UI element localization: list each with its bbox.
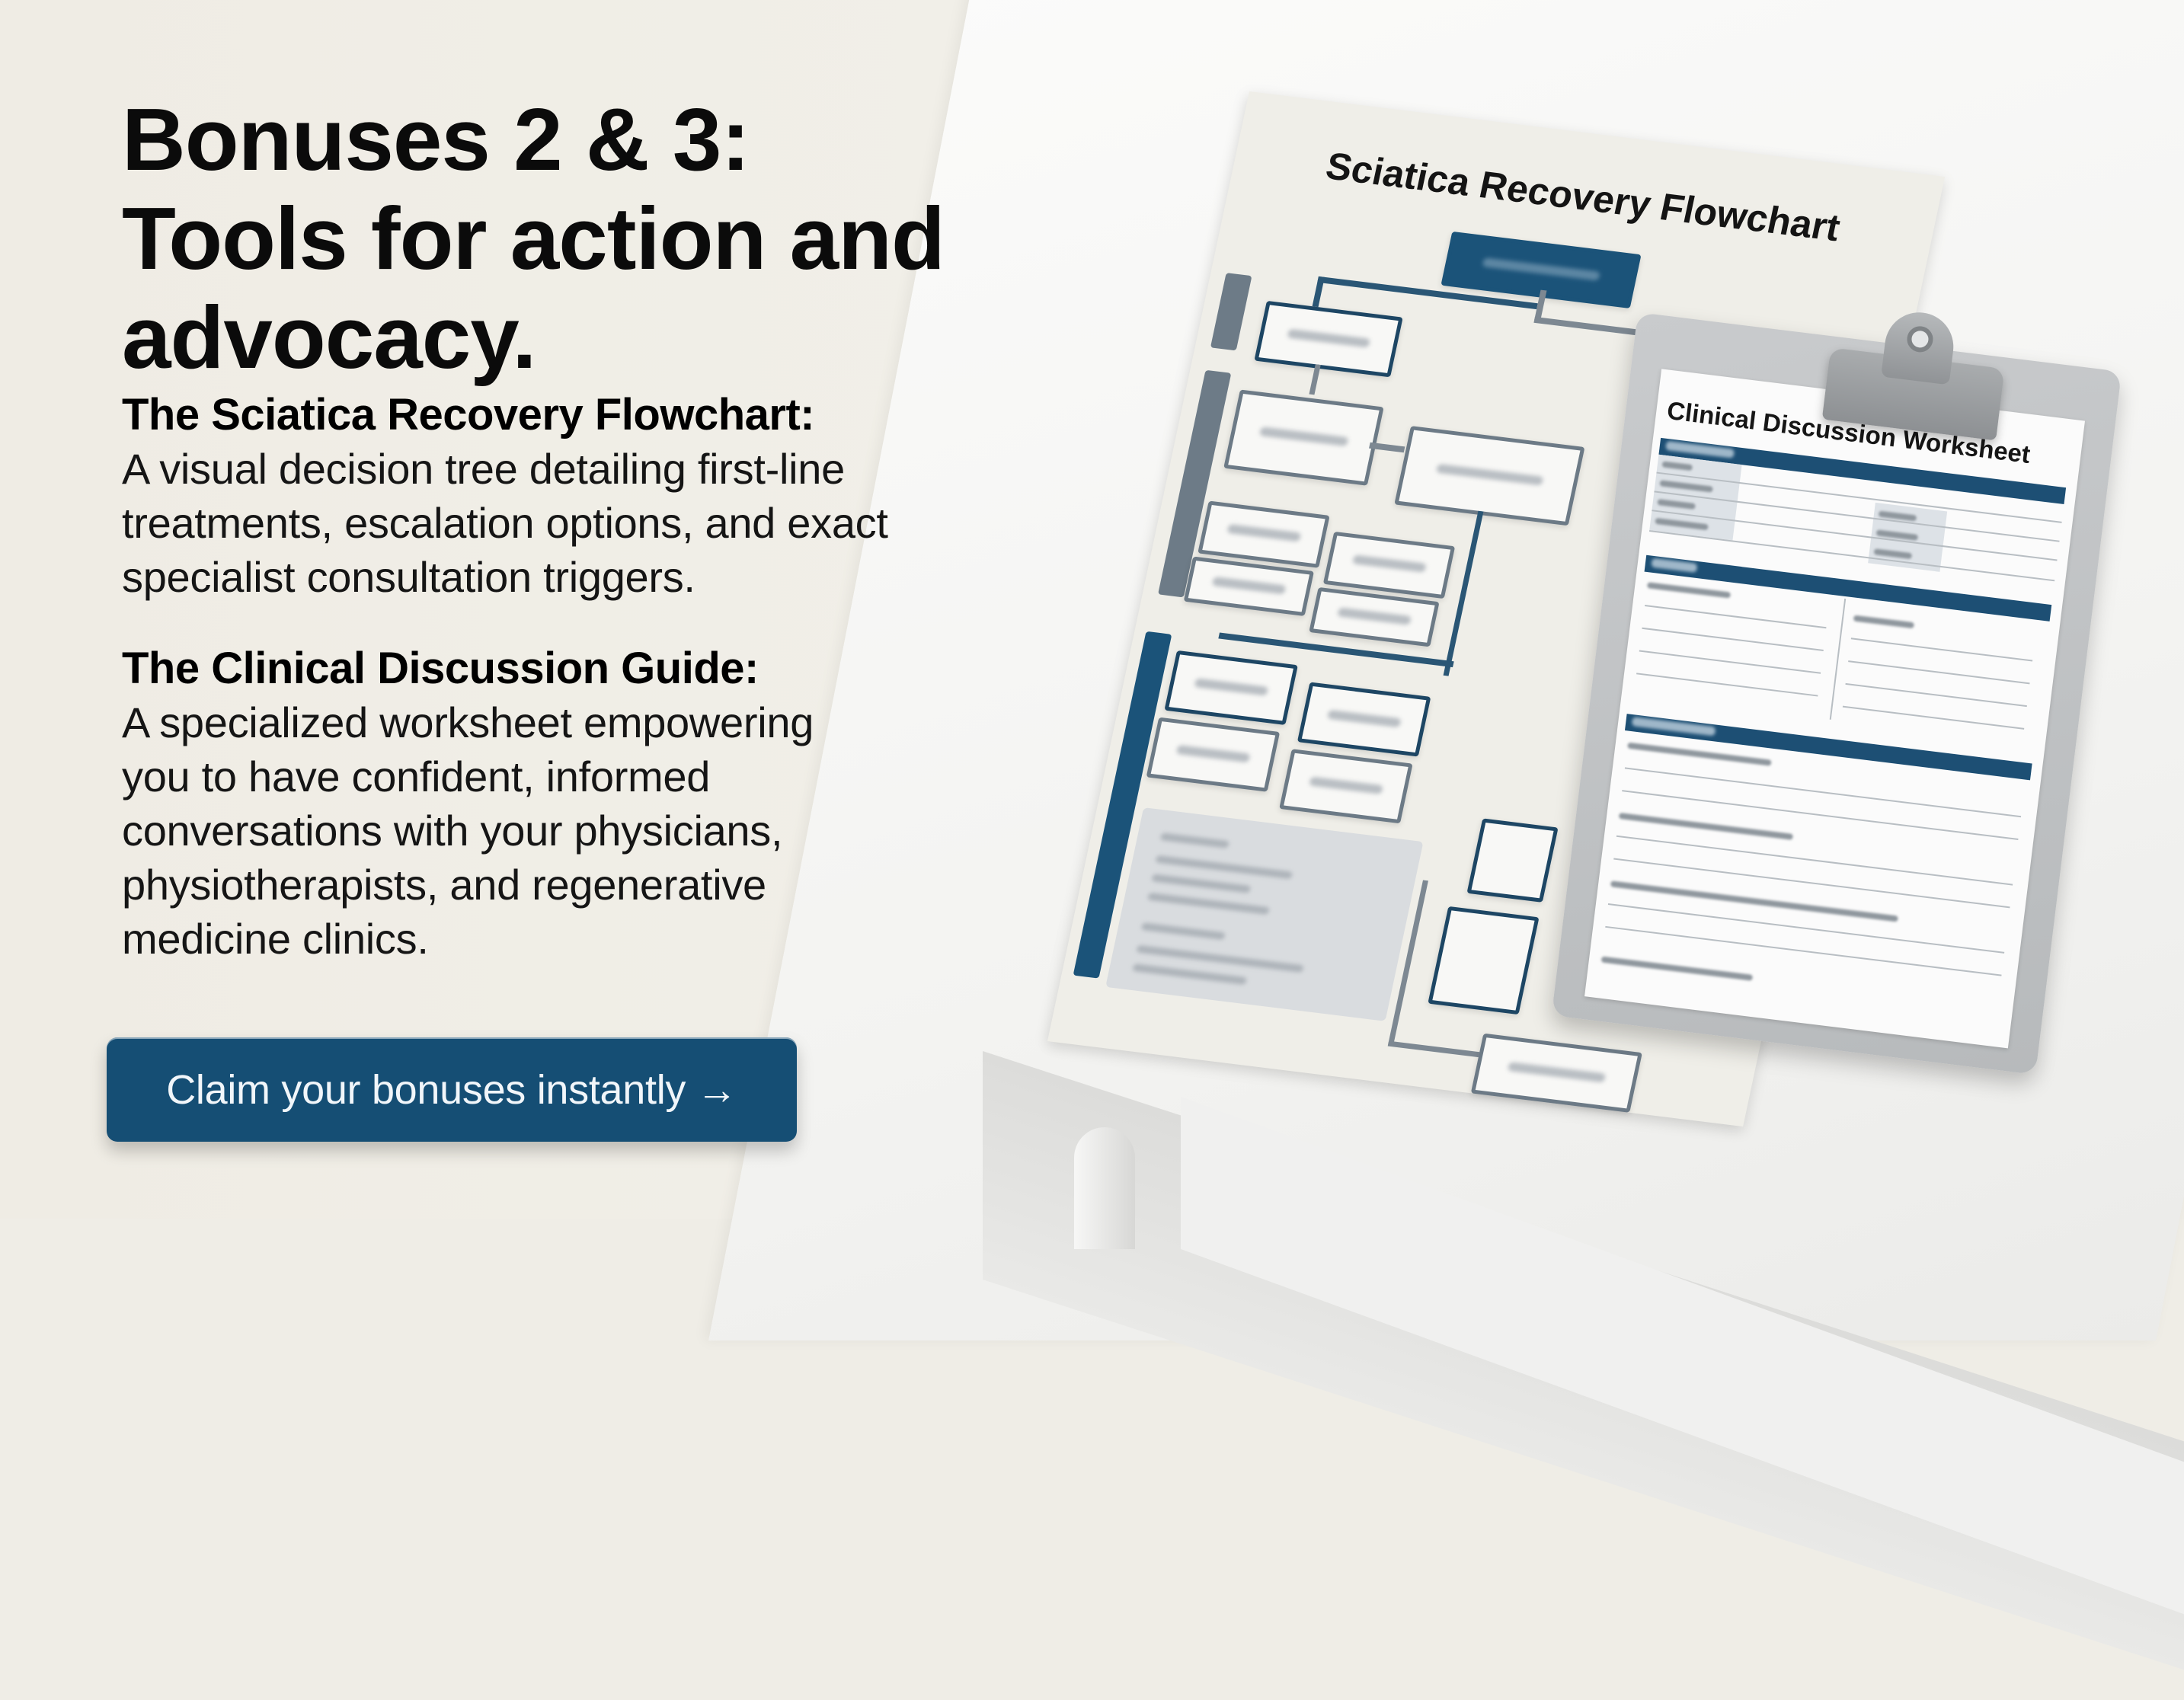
arrow-right-icon: → xyxy=(696,1066,737,1113)
headline-block: Bonuses 2 & 3: Tools for action and advo… xyxy=(122,90,1021,387)
headline: Bonuses 2 & 3: Tools for action and advo… xyxy=(122,90,1021,387)
headline-line-1: Bonuses 2 & 3: xyxy=(122,90,750,189)
chair-back xyxy=(1074,1127,1135,1249)
discussion-guide-title: The Clinical Discussion Guide: xyxy=(122,644,759,693)
description-line: specialist consultation triggers. xyxy=(122,553,695,601)
flowchart-title: Sciatica Recovery Flowchart xyxy=(1322,144,1844,250)
flowchart-node xyxy=(1297,682,1431,757)
headline-line-3: advocacy. xyxy=(122,288,536,387)
clinical-discussion-worksheet: Clinical Discussion Worksheet xyxy=(1584,369,2085,1049)
clipboard-clip-icon xyxy=(1821,302,2010,445)
flowchart-bonus-description: A visual decision tree detailing first-l… xyxy=(122,442,1036,604)
flowchart-bonus-section: The Sciatica Recovery Flowchart: A visua… xyxy=(122,388,1036,604)
discussion-guide-description: A specialized worksheet empowering you t… xyxy=(122,695,1036,966)
flowchart-node xyxy=(1183,556,1315,616)
flowchart-node xyxy=(1322,531,1456,599)
flowchart-node xyxy=(1146,717,1281,792)
flowchart-node xyxy=(1309,586,1440,647)
flowchart-bonus-title: The Sciatica Recovery Flowchart: xyxy=(122,390,815,439)
flowchart-node xyxy=(1279,749,1413,824)
flowchart-node xyxy=(1198,500,1330,568)
flowchart-node xyxy=(1394,426,1585,526)
flowchart-node xyxy=(1466,818,1559,903)
connector xyxy=(1312,276,1325,308)
connector xyxy=(1309,364,1321,395)
claim-bonuses-button[interactable]: Claim your bonuses instantly → xyxy=(107,1037,797,1142)
flowchart-phase-label xyxy=(1210,273,1252,351)
description-line: medicine clinics. xyxy=(122,915,429,963)
worksheet-section-header xyxy=(1624,714,2032,781)
connector xyxy=(1387,1040,1480,1058)
description-line: you to have confident, informed xyxy=(122,753,711,800)
clipboard: Clinical Discussion Worksheet xyxy=(1551,312,2122,1075)
discussion-guide-bonus-section: The Clinical Discussion Guide: A special… xyxy=(122,642,1036,966)
description-line: A visual decision tree detailing first-l… xyxy=(122,445,845,493)
flowchart-node xyxy=(1164,650,1298,725)
flowchart-notes-panel xyxy=(1105,807,1424,1021)
description-line: physiotherapists, and regenerative xyxy=(122,861,766,909)
flowchart-node xyxy=(1254,300,1403,378)
flowchart-node xyxy=(1223,389,1384,486)
claim-bonuses-label: Claim your bonuses instantly xyxy=(166,1066,686,1113)
description-line: treatments, escalation options, and exac… xyxy=(122,499,888,547)
flowchart-node xyxy=(1428,906,1540,1015)
headline-line-2: Tools for action and xyxy=(122,189,945,288)
connector xyxy=(1443,510,1484,676)
description-line: A specialized worksheet empowering xyxy=(122,698,814,746)
description-line: conversations with your physicians, xyxy=(122,807,783,855)
